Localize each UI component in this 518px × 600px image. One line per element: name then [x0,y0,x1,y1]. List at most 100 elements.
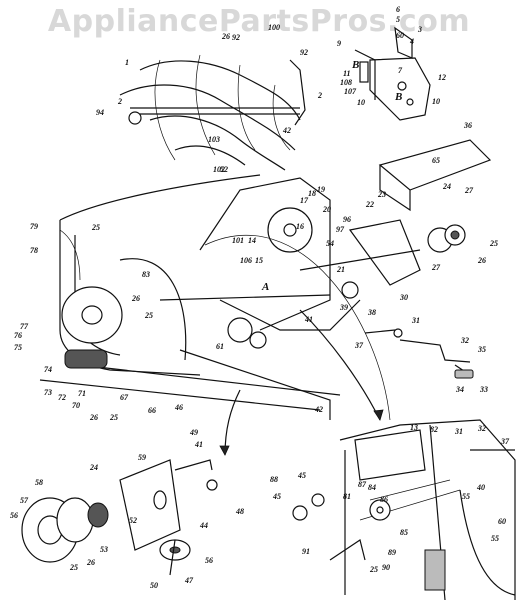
part-label: 25 [369,565,378,574]
part-label: 56 [10,511,18,520]
part-label: 59 [138,453,146,462]
part-label: 42 [314,405,323,414]
part-label: 41 [194,440,203,449]
part-label: 25 [69,563,78,572]
auger-housing [39,174,341,411]
part-label: 19 [317,185,325,194]
part-label: 7 [398,66,403,75]
part-number-labels: 1 2 2 3 4 5 6 7 9 10 10 11 12 13 14 15 1… [10,5,510,590]
part-label: 89 [388,548,396,557]
part-label: 15 [255,256,263,265]
part-label: 17 [300,196,309,205]
part-label: 106 [240,256,252,265]
part-label: 31 [411,316,420,325]
part-label: 54 [326,239,334,248]
part-label: 56 [205,556,213,565]
part-label: 84 [368,483,376,492]
part-label: 50 [150,581,158,590]
part-label: 9 [337,39,341,48]
part-label: 4 [409,37,414,46]
part-label: 21 [336,265,345,274]
part-label: 10 [357,98,365,107]
part-label: 107 [344,87,357,96]
part-label: 74 [44,365,52,374]
part-label: 66 [148,406,156,415]
part-label: 58 [35,478,43,487]
part-label: 26 [89,413,98,422]
auger-assembly [119,54,306,171]
part-label: 48 [235,507,244,516]
part-label: 13 [410,423,418,432]
part-label: 46 [174,403,183,412]
part-label: 88 [270,475,278,484]
part-label: 55 [462,492,470,501]
part-label: 81 [343,492,351,501]
part-label: 65 [432,156,440,165]
part-label: 30 [399,293,408,302]
part-label: 57 [20,496,29,505]
part-label: 12 [438,73,446,82]
part-label: 32 [460,336,469,345]
part-label: 103 [208,135,220,144]
part-label: 90 [382,563,390,572]
part-label: 27 [464,186,474,195]
part-label: 16 [296,222,304,231]
belt-cover-plate [378,139,492,212]
part-label: 67 [120,393,129,402]
part-label: 2 [317,91,322,100]
watermark-text: AppliancePartsPros.com [47,4,471,39]
part-label: 100 [268,23,280,32]
part-label: 44 [199,521,208,530]
part-label: 102 [213,165,225,174]
drive-frame [159,177,391,421]
part-label: 35 [477,345,486,354]
part-label: 24 [442,182,451,191]
part-label: 38 [367,308,376,317]
part-label: 77 [20,322,29,331]
part-label: 31 [454,427,463,436]
part-label: 5 [396,15,400,24]
part-label: 11 [343,69,351,78]
part-label: 36 [463,121,472,130]
part-label: 61 [216,342,224,351]
part-label: 52 [129,516,137,525]
part-label: 41 [304,315,313,324]
part-label: 22 [365,200,374,209]
part-label: 101 [232,236,244,245]
part-label: 49 [189,428,198,437]
part-label: 26 [221,32,230,41]
part-label: 42 [282,126,291,135]
part-label: 79 [30,222,38,231]
part-label: 55 [491,534,499,543]
letter-callout: B [394,91,402,103]
part-label: 33 [479,385,488,394]
part-label: 10 [432,97,440,106]
part-label: 34 [455,385,464,394]
part-label: 18 [308,189,316,198]
part-label: 76 [14,331,22,340]
part-label: 53 [100,545,108,554]
part-label: 27 [431,263,441,272]
part-label: 71 [78,389,86,398]
part-label: 85 [400,528,408,537]
part-label: 52 [220,165,228,174]
part-label: 23 [377,190,386,199]
part-label: 91 [302,547,310,556]
part-label: 75 [14,343,22,352]
part-label: 45 [272,492,281,501]
part-label: 86 [380,495,388,504]
part-label: 25 [109,413,118,422]
part-label: 60 [396,31,404,40]
control-panel-assembly [292,419,516,600]
part-label: 3 [417,25,422,34]
shift-rod-assembly [364,328,474,379]
part-label: 83 [142,270,150,279]
part-label: 87 [358,480,367,489]
pulley-assembly [21,459,218,576]
part-label: 37 [500,437,510,446]
part-label: 92 [300,48,308,57]
part-label: 108 [340,78,352,87]
part-label: 45 [297,471,306,480]
part-label: 92 [232,33,240,42]
